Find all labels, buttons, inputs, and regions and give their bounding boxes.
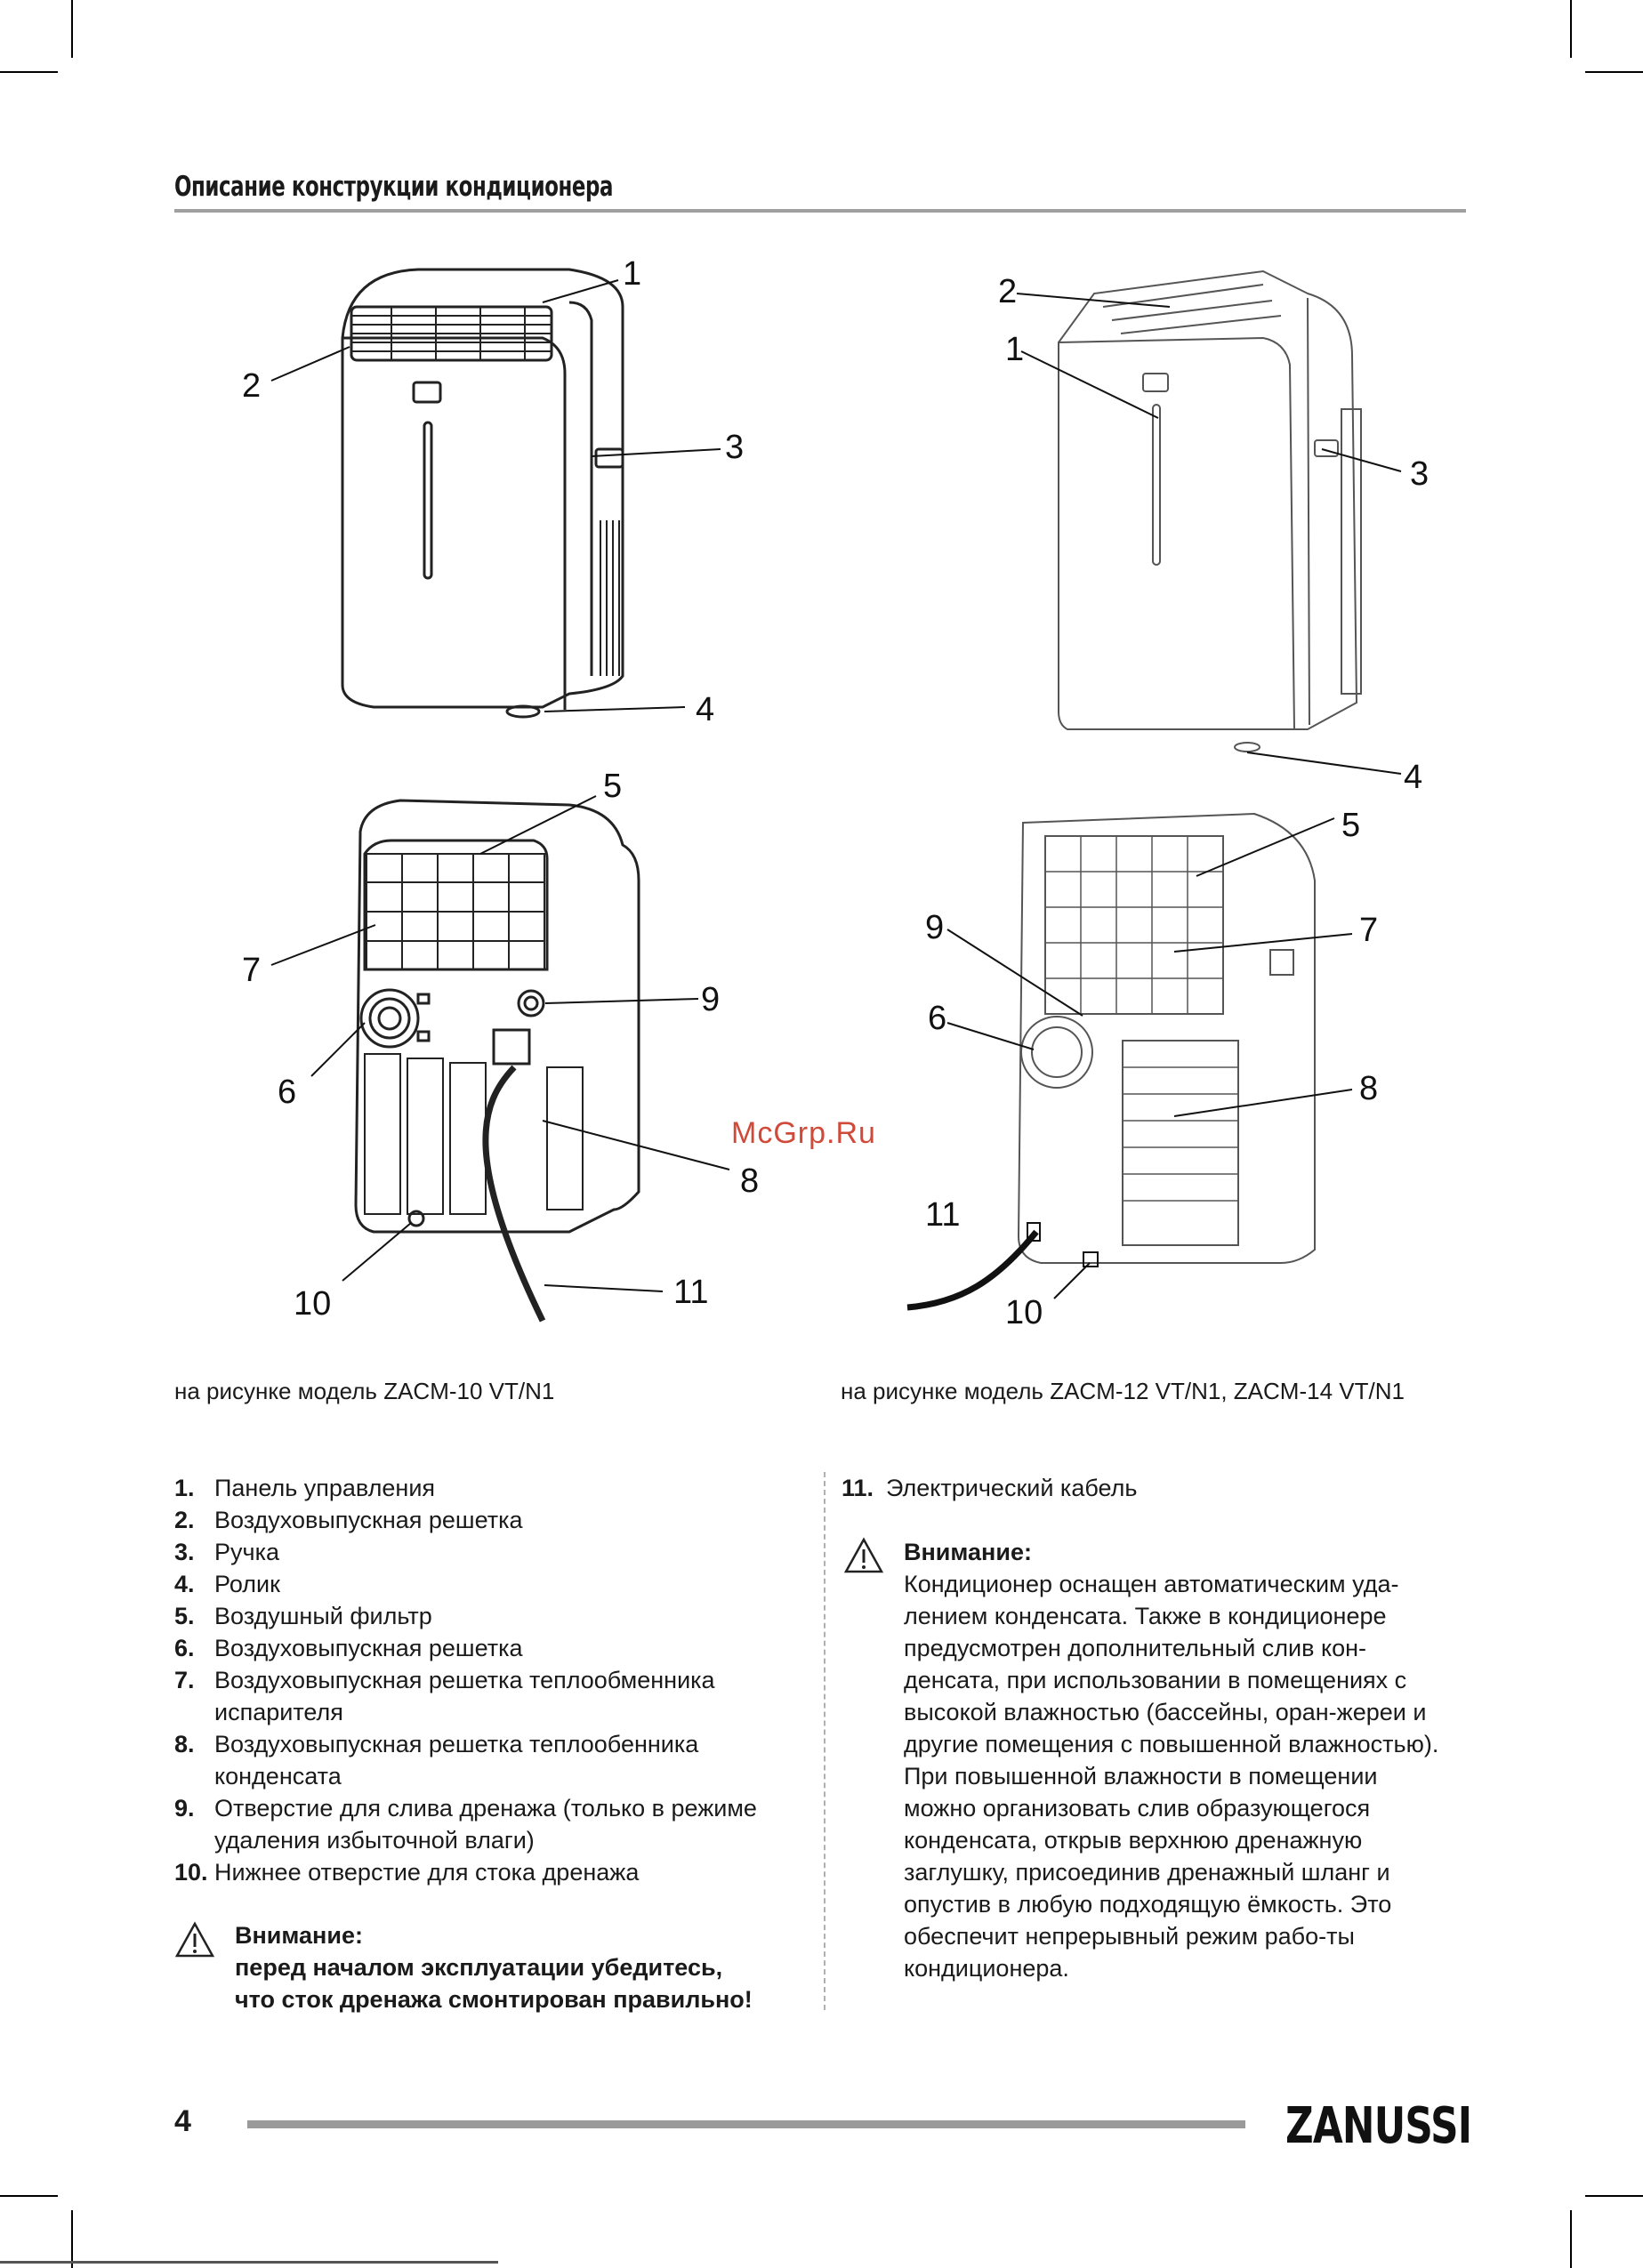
crop-mark <box>71 2210 73 2268</box>
list-item: 2.Воздуховыпускная решетка <box>174 1507 523 1533</box>
list-item: 4.Ролик <box>174 1571 280 1597</box>
figure-label: 8 <box>1359 1070 1378 1107</box>
figure-label: 4 <box>696 691 714 728</box>
front-view-zacm10 <box>341 268 624 719</box>
figure-label: 4 <box>1404 759 1422 796</box>
list-item: 6.Воздуховыпускная решетка <box>174 1635 523 1661</box>
list-item: 10.Нижнее отверстие для стока дренажа <box>174 1859 640 1886</box>
warning-text-line: перед началом эксплуатации убедитесь, <box>235 1954 723 1981</box>
figure-label: 1 <box>623 255 641 293</box>
figure-label: 9 <box>701 981 720 1018</box>
figure-caption-left: на рисунке модель ZACM-10 VT/N1 <box>174 1378 555 1404</box>
warning-title: Внимание: <box>235 1922 363 1949</box>
back-view-zacm10 <box>354 799 640 1323</box>
parts-list: 1.Панель управления 2.Воздуховыпускная р… <box>174 1472 815 1888</box>
list-item: 1.Панель управления <box>174 1475 436 1501</box>
page-title: Описание конструкции кондиционера <box>174 171 613 203</box>
column-divider <box>824 1472 826 2010</box>
list-item: 11.Электрический кабель <box>842 1475 1138 1501</box>
figure-label: 9 <box>925 909 944 946</box>
warning-icon <box>174 1921 215 1958</box>
page-number: 4 <box>174 2104 191 2138</box>
figure-label: 11 <box>925 1196 960 1234</box>
list-item: 3.Ручка <box>174 1539 279 1565</box>
crop-mark <box>0 2195 58 2197</box>
crop-mark <box>1585 2195 1643 2197</box>
figure-label: 11 <box>673 1274 708 1311</box>
air-conditioner-illustrations: 1 2 3 4 2 1 3 4 5 7 6 9 8 10 11 5 9 6 7 … <box>242 255 1429 1331</box>
warning-icon <box>843 1537 884 1573</box>
crop-mark <box>71 0 73 58</box>
crop-mark <box>1585 71 1643 73</box>
warning-text-line: что сток дренажа смонтирован правильно! <box>235 1986 753 2013</box>
figure-label: 6 <box>278 1074 296 1111</box>
list-item: 9.Отверстие для слива дренажа (только в … <box>174 1795 757 1854</box>
crop-mark <box>0 71 58 73</box>
back-view-zacm12 <box>906 812 1316 1311</box>
figure-label: 1 <box>1005 331 1024 368</box>
parts-list-continued: 11.Электрический кабель <box>842 1472 1464 1504</box>
figure-caption-right: на рисунке модель ZACM-12 VT/N1, ZACM-14… <box>841 1378 1405 1404</box>
leader-lines <box>270 279 1402 1299</box>
footer-rule <box>247 2120 1245 2128</box>
figure-label: 3 <box>725 429 744 466</box>
warning-paragraph: При повышенной влажности в помещении мож… <box>904 1763 1392 1982</box>
figure-label: 7 <box>1359 912 1378 949</box>
warning-title: Внимание: <box>904 1539 1032 1565</box>
figure-label: 6 <box>928 1000 946 1037</box>
brand-logo: ZANUSSI <box>1285 2097 1472 2155</box>
list-item: 7.Воздуховыпускная решетка теплообменник… <box>174 1667 715 1725</box>
title-underline <box>174 209 1466 213</box>
crop-mark <box>1570 2210 1572 2268</box>
warning-paragraph: Кондиционер оснащен автоматическим уда-л… <box>904 1571 1439 1757</box>
watermark: McGrp.Ru <box>731 1116 876 1150</box>
figure-label: 2 <box>242 367 261 405</box>
figure-label: 10 <box>1005 1294 1043 1331</box>
warning-block-left: Внимание: перед началом эксплуатации убе… <box>235 1919 813 2015</box>
list-item: 8.Воздуховыпускная решетка теплообенника… <box>174 1731 699 1789</box>
figure-label: 2 <box>998 273 1017 310</box>
crop-mark <box>1570 0 1572 58</box>
figure-label: 3 <box>1410 455 1429 493</box>
list-item: 5.Воздушный фильтр <box>174 1603 432 1629</box>
figure-label: 5 <box>603 768 622 805</box>
figure-label: 7 <box>242 952 261 989</box>
page-edge-rule <box>0 2261 498 2264</box>
figure-label: 8 <box>740 1162 759 1200</box>
figure-label: 10 <box>294 1285 331 1323</box>
figure-label: 5 <box>1341 807 1360 844</box>
front-view-zacm12 <box>1058 269 1362 752</box>
warning-block-right: Внимание: Кондиционер оснащен автоматиче… <box>904 1536 1455 1984</box>
